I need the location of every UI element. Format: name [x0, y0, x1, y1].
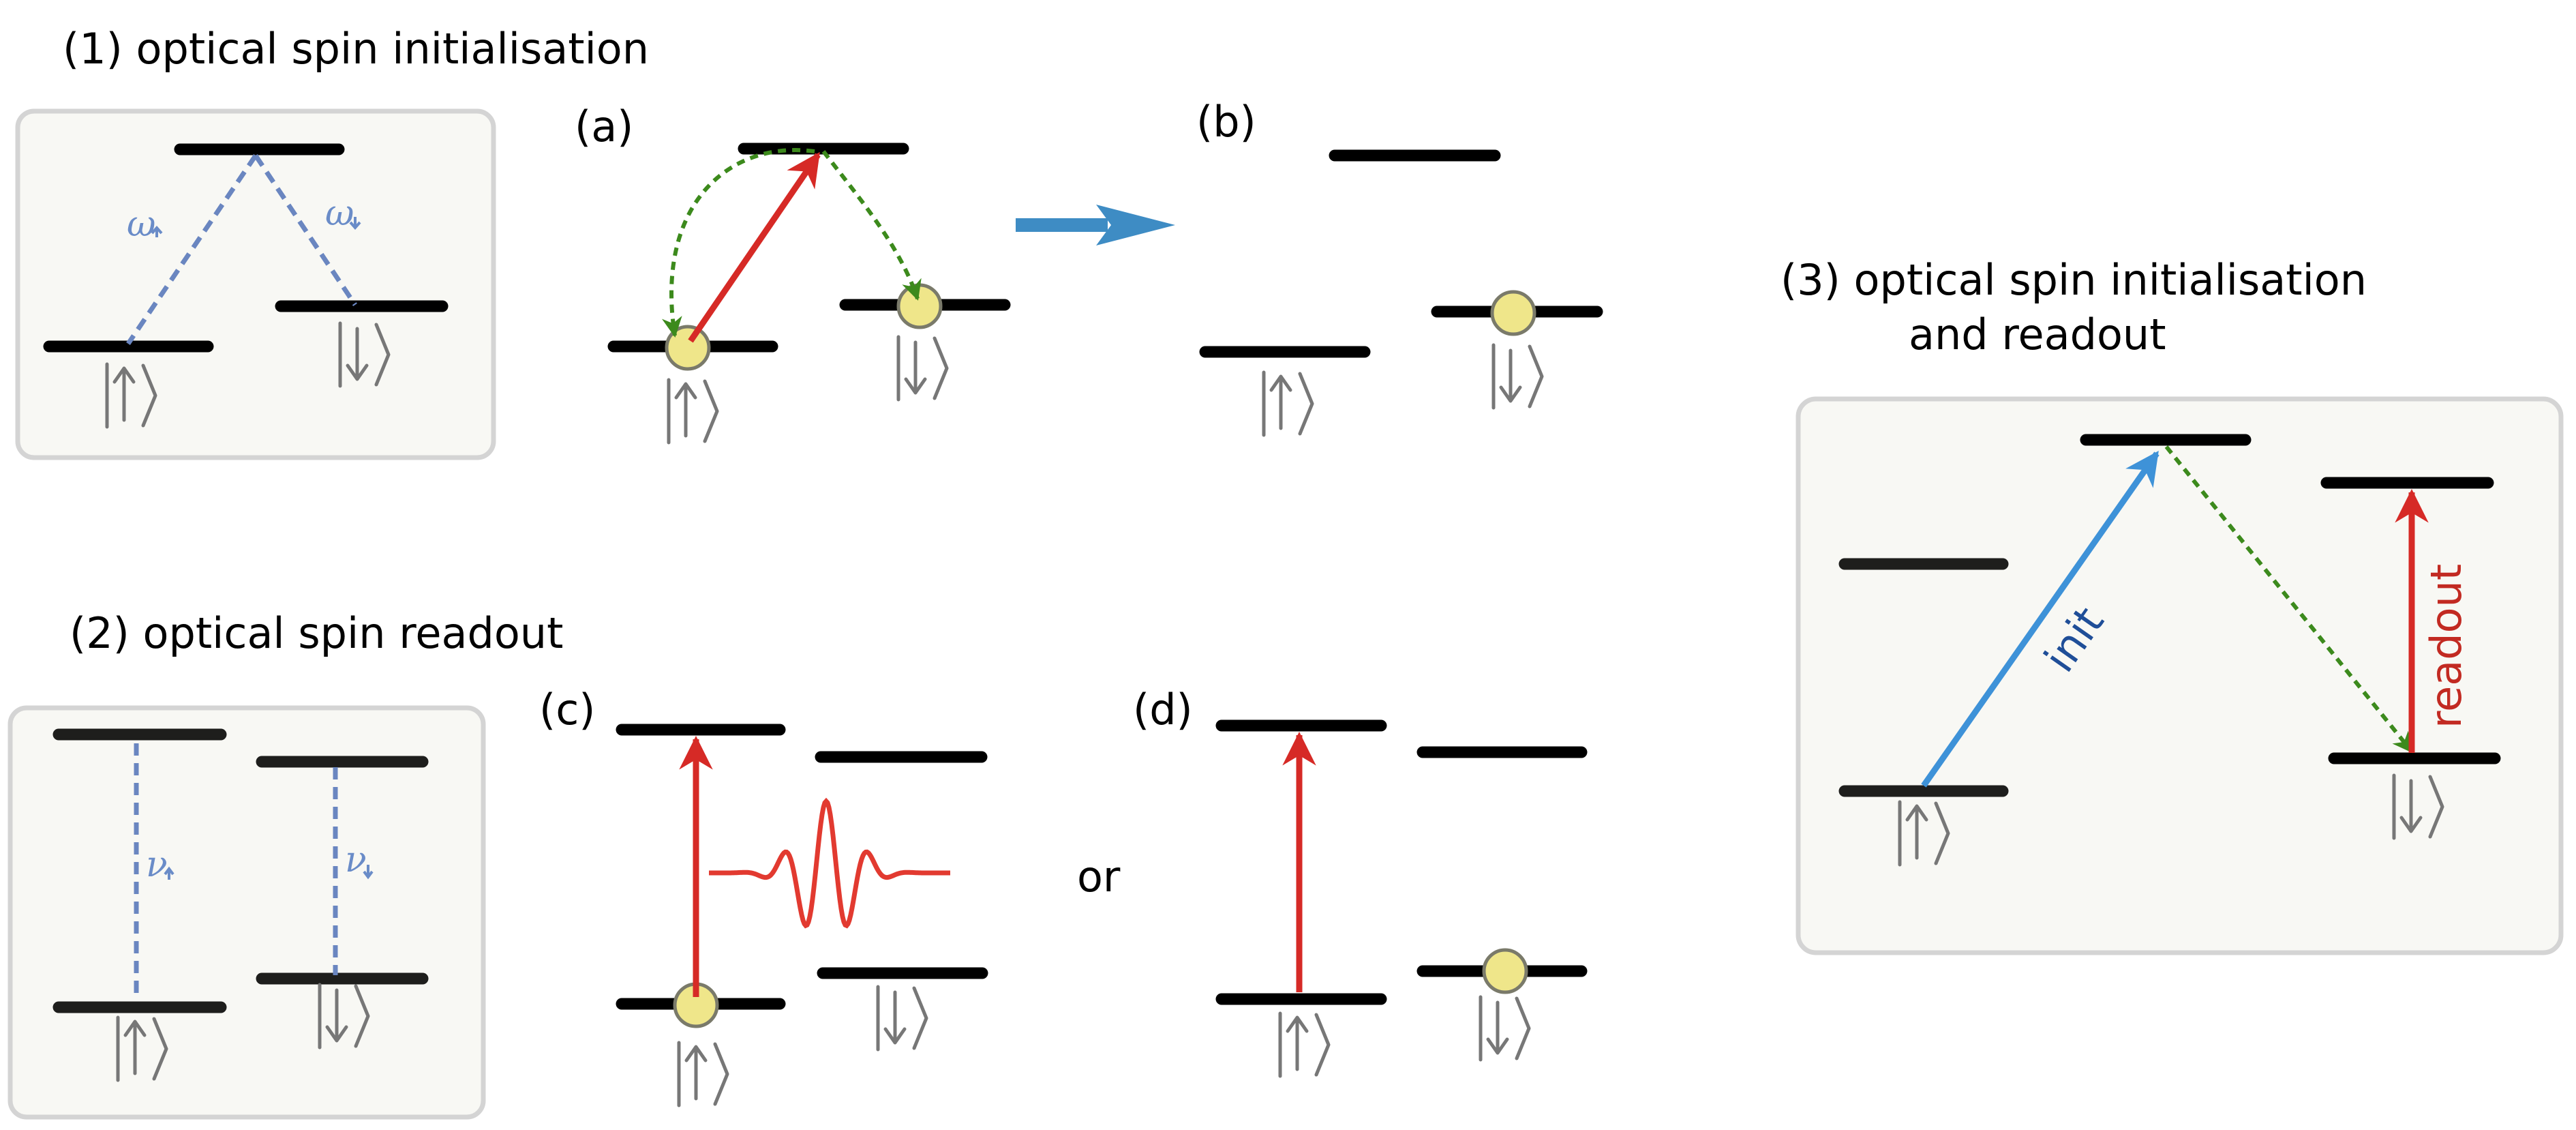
nu-down-label: ν	[345, 839, 367, 880]
omega-down-transition	[254, 154, 357, 306]
omega-down-subscript-arrow-icon	[349, 217, 361, 231]
panel-1-levels: ω ω	[43, 143, 449, 427]
ket-down-symbol	[898, 337, 947, 400]
spin-down-population-dot	[896, 283, 943, 329]
subpanel-c-label: (c)	[539, 685, 595, 734]
omega-up-transition	[126, 154, 258, 345]
omega-down-label: ω	[325, 193, 354, 234]
excitation-arrow	[688, 151, 821, 343]
subpanel-b-label: (b)	[1196, 97, 1256, 147]
decay-to-up-arrow	[662, 148, 815, 338]
section-2-title: (2) optical spin readout	[70, 608, 563, 658]
spin-down-population-dot	[1482, 948, 1528, 994]
nu-up-subscript-arrow-icon	[164, 866, 175, 880]
ket-up-symbol	[1280, 1013, 1329, 1076]
section-3-title-line2: and readout	[1909, 310, 2166, 359]
subpanel-b	[1199, 149, 1603, 435]
omega-up-label: ω	[127, 204, 155, 245]
ket-down-symbol	[1481, 997, 1529, 1060]
panel-2-box	[7, 705, 486, 1120]
decay-to-down-arrow	[821, 150, 922, 301]
nu-up-label: ν	[146, 844, 168, 885]
panel-2-levels: ν ν	[52, 728, 429, 1080]
subpanel-c	[616, 724, 988, 1105]
subpanel-d	[1215, 719, 1588, 1076]
spin-down-population-dot	[1490, 290, 1536, 336]
optical-pulse-wave	[709, 797, 950, 929]
readout-label: readout	[2421, 564, 2471, 728]
decay-arrow	[2164, 445, 2414, 754]
panel-3-box	[1795, 396, 2564, 955]
section-3-title-line1: (3) optical spin initialisation	[1781, 255, 2367, 305]
or-connector: or	[1077, 852, 1121, 902]
spin-up-population-dot	[665, 325, 711, 371]
panel-1-box	[15, 108, 496, 460]
subpanel-a	[607, 143, 1011, 443]
ket-up-symbol	[1264, 372, 1312, 435]
subpanel-a-label: (a)	[575, 102, 633, 151]
ket-down-symbol	[878, 987, 926, 1050]
ket-up-symbol	[669, 380, 717, 443]
init-arrow	[1921, 450, 2160, 788]
omega-up-subscript-arrow-icon	[151, 225, 163, 237]
section-1-title: (1) optical spin initialisation	[63, 24, 649, 74]
ket-down-symbol	[1494, 345, 1542, 408]
subpanel-d-label: (d)	[1133, 685, 1193, 734]
transition-arrow-icon	[1016, 205, 1175, 246]
nu-down-subscript-arrow-icon	[363, 865, 374, 880]
ket-up-symbol	[679, 1043, 727, 1105]
